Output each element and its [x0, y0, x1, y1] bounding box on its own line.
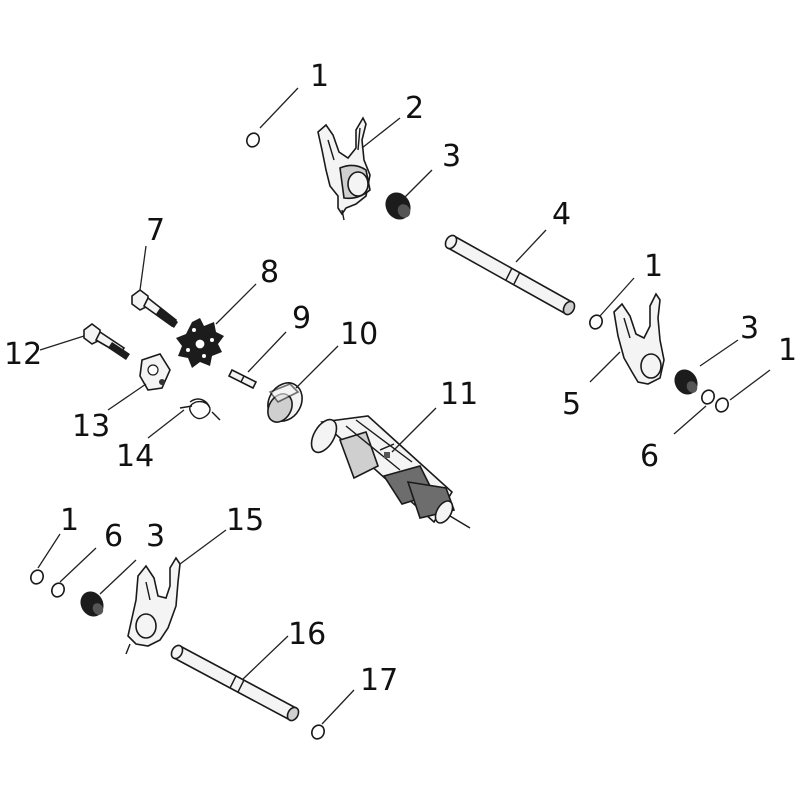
o-ring-part-1-top	[246, 132, 260, 148]
callout-12: 12	[4, 337, 42, 372]
bolt-part-12	[83, 323, 130, 360]
callout-1-right-a: 1	[644, 249, 663, 284]
spring-part-14	[179, 398, 221, 421]
callout-2: 2	[405, 91, 424, 126]
callout-5: 5	[562, 387, 581, 422]
stopper-plate-part-13	[139, 353, 171, 391]
callout-9: 9	[292, 301, 311, 336]
leader-lines	[37, 87, 771, 725]
callout-16: 16	[288, 617, 326, 652]
callout-13: 13	[72, 409, 110, 444]
fork-shaft-part-16	[170, 644, 300, 722]
o-ring-part-1-right-b	[715, 397, 729, 413]
callout-15: 15	[226, 503, 264, 538]
callout-4: 4	[552, 197, 571, 232]
washer-part-6-right	[701, 389, 715, 405]
callout-3-lower: 3	[146, 519, 165, 554]
callout-numbers: 1 2 3 4 1 3 1 5 6 7 8 9 10 11 12 13 14 1…	[4, 59, 797, 698]
roller-part-3-top	[385, 192, 411, 220]
roller-part-3-lower	[80, 591, 104, 617]
fork-shaft-part-4	[444, 234, 576, 316]
callout-8: 8	[260, 255, 279, 290]
callout-17: 17	[360, 663, 398, 698]
o-ring-part-1-lower	[30, 569, 44, 585]
pin-part-9	[227, 368, 258, 390]
callout-11: 11	[440, 377, 478, 412]
callout-6-right: 6	[640, 439, 659, 474]
washer-part-6-lower	[51, 582, 65, 598]
callout-1-right-b: 1	[778, 333, 797, 368]
callout-3-top: 3	[442, 139, 461, 174]
callout-1-lower: 1	[60, 503, 79, 538]
star-cam-part-8	[176, 318, 224, 368]
roller-part-3-right	[674, 369, 698, 395]
bolt-part-7	[131, 289, 178, 328]
callout-6-lower: 6	[104, 519, 123, 554]
shift-fork-part-5	[613, 292, 665, 385]
shift-fork-part-2	[317, 116, 371, 221]
shift-fork-part-15	[125, 556, 181, 655]
shift-drum-part-11	[310, 415, 471, 529]
o-ring-part-17	[311, 724, 325, 740]
callout-14: 14	[116, 439, 154, 474]
callout-3-right: 3	[740, 311, 759, 346]
bearing-part-10	[267, 382, 303, 423]
callout-7: 7	[146, 213, 165, 248]
callout-1-top: 1	[310, 59, 329, 94]
o-ring-part-1-right-a	[589, 314, 603, 330]
callout-10: 10	[340, 317, 378, 352]
